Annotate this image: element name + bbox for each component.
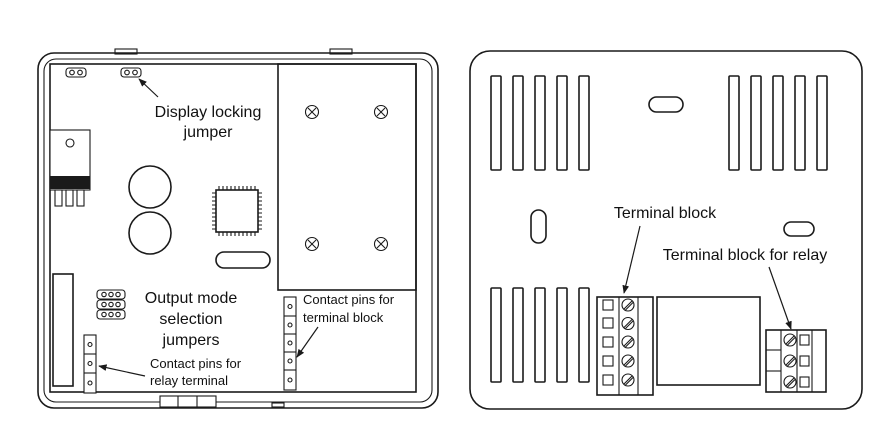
screw-icon — [621, 354, 635, 368]
output-mode-label-2: selection — [159, 311, 222, 328]
round-component-bottom — [128, 211, 172, 255]
relay-pins-label-2: relay terminal — [150, 373, 228, 388]
front-pcb-panel: Display locking jumper — [37, 48, 439, 409]
relay-terminal-block-label: Terminal block for relay — [663, 247, 828, 264]
top-clip-left — [114, 48, 138, 55]
screw-icon — [621, 316, 635, 331]
terminal-block-contact-pins — [283, 296, 297, 391]
screw-icon — [373, 104, 389, 120]
display-locking-jumper — [120, 67, 142, 78]
screw-icon — [373, 236, 389, 252]
rear-housing — [469, 50, 863, 410]
mounting-hole-right — [783, 221, 815, 237]
display-screws — [304, 104, 389, 252]
display-locking-label-1: Display locking — [155, 104, 262, 121]
screw-icon — [783, 354, 797, 368]
screw-icon — [783, 333, 797, 347]
terminal-block-label: Terminal block — [614, 205, 717, 222]
bottom-connector — [159, 395, 217, 408]
display-locking-label-2: jumper — [183, 124, 234, 141]
side-slot — [52, 273, 74, 387]
jumper-header-left — [65, 67, 87, 78]
mounting-hole-left — [530, 209, 547, 244]
mounting-slot — [215, 251, 271, 269]
relay-housing — [656, 296, 761, 386]
vent-slots-top-left — [490, 75, 590, 171]
rear-panel: Terminal block Terminal block for relay — [469, 50, 863, 410]
output-mode-label-1: Output mode — [145, 290, 238, 307]
screw-icon — [304, 236, 320, 252]
top-clip-right — [329, 48, 353, 55]
display-module — [277, 63, 417, 291]
inner-housing — [43, 58, 433, 403]
microcontroller-chip — [212, 186, 262, 236]
block-pins-label-1: Contact pins for — [303, 292, 395, 307]
output-mode-jumpers — [96, 289, 126, 320]
relay-contact-pins — [83, 334, 97, 394]
screw-icon — [783, 375, 797, 389]
bottom-tab — [271, 402, 285, 408]
screw-icon — [621, 335, 635, 349]
screw-icon — [304, 104, 320, 120]
voltage-regulator — [49, 129, 91, 207]
screw-icon — [621, 373, 635, 387]
terminal-block — [596, 296, 654, 396]
vent-slots-bottom-left — [490, 287, 590, 383]
output-mode-label-3: jumpers — [162, 332, 220, 349]
screw-icon — [621, 298, 635, 312]
relay-pins-label-1: Contact pins for — [150, 356, 242, 371]
mounting-hole-top — [648, 96, 684, 113]
relay-terminal-block — [765, 329, 827, 393]
vent-slots-top-right — [728, 75, 828, 171]
round-component-top — [128, 165, 172, 209]
block-pins-label-2: terminal block — [303, 310, 384, 325]
outer-housing — [37, 52, 439, 409]
